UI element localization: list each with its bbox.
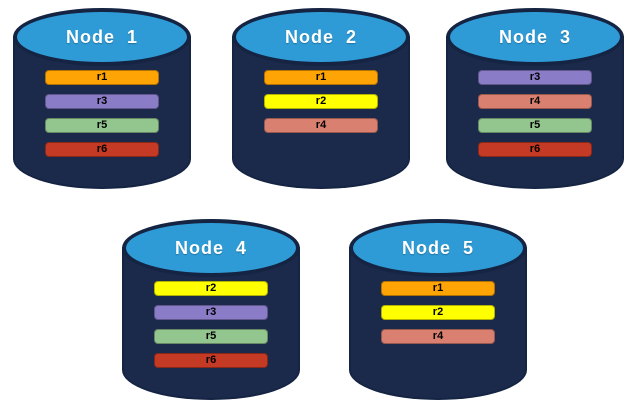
replica-bar: r2: [154, 281, 268, 296]
replica-bar: r1: [381, 281, 495, 296]
replica-bar: r3: [154, 305, 268, 320]
replica-list: r2 r3 r5 r6: [122, 281, 300, 368]
node-label: Node 3: [498, 26, 571, 47]
replica-list: r1 r2 r4: [349, 281, 527, 344]
replica-bar: r6: [154, 353, 268, 368]
node-4-cylinder: Node 4 r2 r3 r5 r6: [122, 219, 300, 400]
replica-list: r1 r2 r4: [232, 70, 410, 133]
replica-list: r3 r4 r5 r6: [446, 70, 624, 157]
replica-bar: r6: [478, 142, 592, 157]
replica-bar: r1: [45, 70, 159, 85]
replica-bar: r5: [154, 329, 268, 344]
node-3-cylinder: Node 3 r3 r4 r5 r6: [446, 8, 624, 189]
cylinder-top: Node 5: [349, 219, 527, 277]
cylinder-top: Node 4: [122, 219, 300, 277]
replica-list: r1 r3 r5 r6: [13, 70, 191, 157]
replica-bar: r4: [264, 118, 378, 133]
replica-bar: r6: [45, 142, 159, 157]
cylinder-top: Node 2: [232, 8, 410, 66]
replica-bar: r5: [478, 118, 592, 133]
node-5-cylinder: Node 5 r1 r2 r4: [349, 219, 527, 400]
node-2-cylinder: Node 2 r1 r2 r4: [232, 8, 410, 189]
replica-bar: r2: [264, 94, 378, 109]
cylinder-top: Node 3: [446, 8, 624, 66]
node-label: Node 5: [401, 237, 474, 258]
replica-bar: r4: [478, 94, 592, 109]
replica-bar: r3: [45, 94, 159, 109]
replica-bar: r5: [45, 118, 159, 133]
replica-bar: r2: [381, 305, 495, 320]
node-label: Node 2: [284, 26, 357, 47]
node-label: Node 1: [65, 26, 138, 47]
cylinder-top: Node 1: [13, 8, 191, 66]
node-label: Node 4: [174, 237, 247, 258]
replica-bar: r1: [264, 70, 378, 85]
node-1-cylinder: Node 1 r1 r3 r5 r6: [13, 8, 191, 189]
replica-bar: r4: [381, 329, 495, 344]
replica-bar: r3: [478, 70, 592, 85]
